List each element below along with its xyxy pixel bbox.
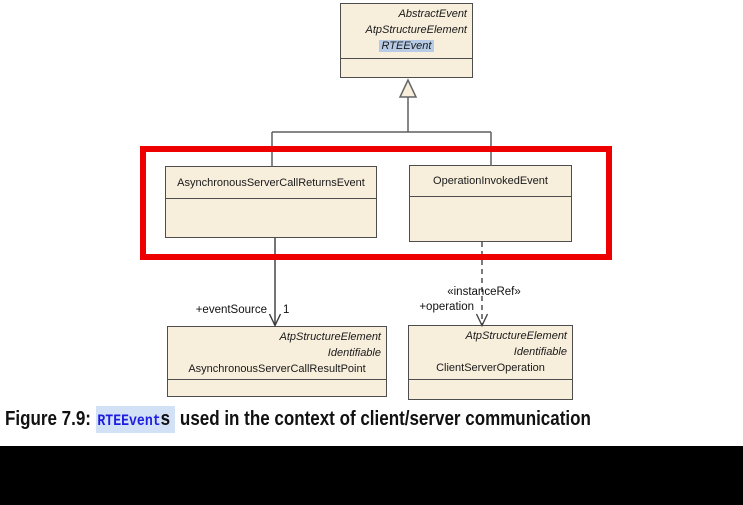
class-box-asynchronousservercallreturnsevent: AsynchronousServerCallReturnsEvent <box>165 166 377 238</box>
class-box-clientserveroperation: AtpStructureElement Identifiable ClientS… <box>408 325 573 400</box>
base-class-identifiable: Identifiable <box>327 347 381 359</box>
caption-code-highlight: RTEEvents <box>95 406 176 433</box>
event-source-arrowhead-icon <box>268 313 282 328</box>
bottom-black-bar <box>0 446 743 505</box>
operation-role-label: +operation <box>419 301 474 313</box>
class-name-asynchronousservercallresultpoint: AsynchronousServerCallResultPoint <box>188 363 366 375</box>
event-source-role-label: +eventSource <box>195 304 267 316</box>
red-highlight-rectangle <box>140 146 612 260</box>
event-source-multiplicity-label: 1 <box>283 304 290 316</box>
class-name-operationinvokedevent: OperationInvokedEvent <box>433 175 548 187</box>
class-name-clientserveroperation: ClientServerOperation <box>436 362 545 374</box>
figure-caption: Figure 7.9: RTEEvents used in the contex… <box>5 405 634 433</box>
resultpoint-attributes-compartment <box>168 379 386 396</box>
caption-plural-suffix: s <box>160 408 171 430</box>
rteevent-link[interactable]: RTEEvent <box>97 412 161 430</box>
clientserveroperation-attributes-compartment <box>409 379 572 399</box>
base-class-atpstructureelement: AtpStructureElement <box>465 330 568 342</box>
class-name-asynchronousservercallreturnsevent: AsynchronousServerCallReturnsEvent <box>177 176 365 189</box>
class-name-rteevent-highlighted[interactable]: RTEEvent <box>378 40 435 52</box>
base-class-atpstructureelement: AtpStructureElement <box>279 331 382 343</box>
returnsevent-attributes-compartment <box>166 198 376 237</box>
rteevent-attributes-compartment <box>341 58 472 77</box>
base-class-abstractevent: AbstractEvent <box>398 8 467 20</box>
caption-rest: used in the context of client/server com… <box>175 408 591 430</box>
instance-ref-stereotype-label: «instanceRef» <box>447 286 521 298</box>
class-box-asynchronousservercallresultpoint: AtpStructureElement Identifiable Asynchr… <box>167 326 387 397</box>
generalization-arrowhead-icon <box>398 78 418 98</box>
base-class-identifiable: Identifiable <box>513 346 567 358</box>
operationinvokedevent-attributes-compartment <box>410 196 571 241</box>
instance-ref-arrowhead-icon <box>475 313 489 328</box>
class-box-rteevent: AbstractEvent AtpStructureElement RTEEve… <box>340 3 473 78</box>
base-class-atpstructureelement: AtpStructureElement <box>365 24 468 36</box>
caption-prefix: Figure 7.9: <box>5 408 96 430</box>
